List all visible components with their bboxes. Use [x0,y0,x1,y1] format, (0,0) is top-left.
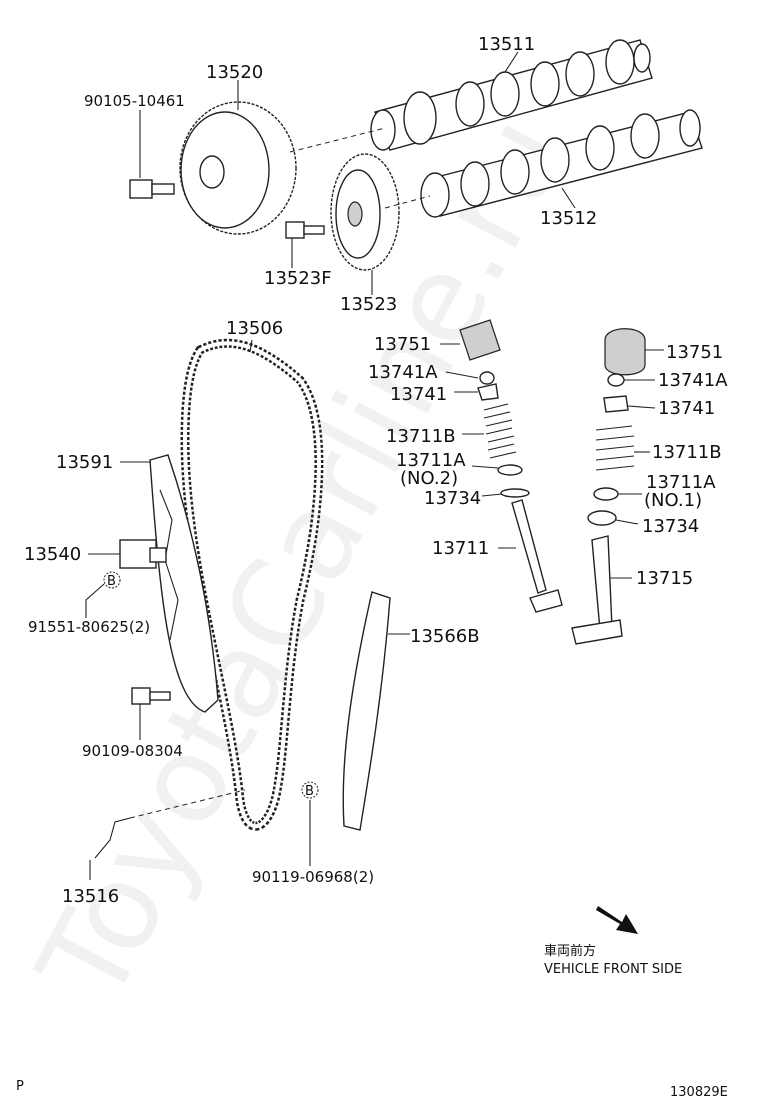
label-13741a-left: 13741A [368,362,438,383]
chain-guide [342,591,391,831]
label-13734-left: 13734 [424,488,481,509]
bolt-90105 [129,179,175,199]
corner-letter: P [16,1079,24,1094]
label-no1: (NO.1) [644,490,702,511]
label-13566b: 13566B [410,626,480,647]
label-13711b-left: 13711B [386,426,456,447]
label-91551-80625: 91551-80625(2) [28,618,150,636]
oil-nozzle [94,789,246,859]
label-13715: 13715 [636,568,693,589]
label-90109-08304: 90109-08304 [82,742,183,760]
label-90105-10461: 90105-10461 [84,92,185,110]
label-13520: 13520 [206,62,263,83]
front-direction-arrow-icon [596,906,638,934]
label-13741a-right: 13741A [658,370,728,391]
bolt-90109 [131,687,171,705]
label-90119-06968: 90119-06968(2) [252,868,374,886]
figure-code: 130829E [670,1085,728,1100]
valve-group-right [571,328,646,645]
label-13516: 13516 [62,886,119,907]
exhaust-camshaft [420,109,703,218]
label-13751-right: 13751 [666,342,723,363]
camshaft-sprocket [330,153,400,271]
label-13711: 13711 [432,538,489,559]
label-13751-left: 13751 [374,334,431,355]
bolt-marker-right: B [301,781,319,799]
timing-chain [180,338,324,831]
label-13512: 13512 [540,208,597,229]
label-13506: 13506 [226,318,283,339]
label-13523f: 13523F [264,268,332,289]
label-13523: 13523 [340,294,397,315]
label-13711b-right: 13711B [652,442,722,463]
svg-text:B: B [107,574,116,589]
bolt-marker-left: B [103,571,121,589]
label-13711a-right: 13711A [646,472,716,493]
bolt-13523f [285,221,325,239]
label-13511: 13511 [478,34,535,55]
direction-english: VEHICLE FRONT SIDE [544,962,682,977]
label-13540: 13540 [24,544,81,565]
direction-japanese: 車両前方 [544,943,596,959]
label-13711a-left: 13711A [396,450,466,471]
vvt-timing-gear [179,101,297,235]
label-13741-left: 13741 [390,384,447,405]
label-no2: (NO.2) [400,468,458,489]
label-13741-right: 13741 [658,398,715,419]
label-13734-right: 13734 [642,516,699,537]
label-13591: 13591 [56,452,113,473]
valve-group-left [459,319,563,613]
intake-camshaft [370,39,653,151]
chain-tensioner [119,539,167,569]
svg-text:B: B [305,784,314,799]
